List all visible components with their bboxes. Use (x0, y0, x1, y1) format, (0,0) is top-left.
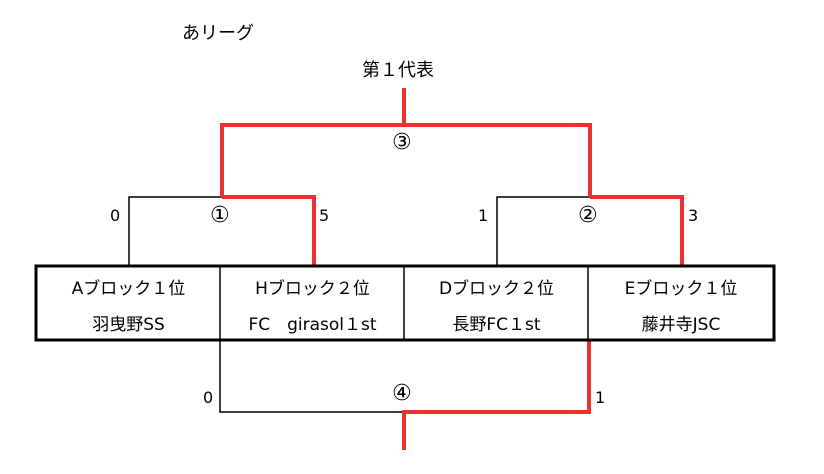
team-2-block: Hブロック２位 (255, 278, 370, 299)
match-1-score-left: 0 (110, 206, 121, 225)
team-4-name: 藤井寺JSC (641, 314, 721, 335)
line-m3-left (221, 124, 404, 197)
bracket-red-lines (220, 88, 684, 450)
match-3-label: ③ (392, 130, 412, 155)
winner-line-m2 (590, 195, 684, 265)
match-2-score-left: 1 (478, 206, 489, 225)
team-1-name: 羽曳野SS (92, 314, 165, 335)
winner-line-m1 (222, 195, 316, 265)
match-2-label: ② (578, 203, 598, 228)
match-1-label: ① (210, 203, 230, 228)
line-m4-left (219, 341, 404, 413)
team-2-name: FC girasol１st (248, 314, 377, 335)
team-1-block: Aブロック１位 (71, 278, 186, 299)
winner-line-m4 (402, 341, 591, 450)
team-3-name: 長野FC１st (452, 314, 541, 335)
match-4-score-left: 0 (203, 388, 214, 407)
team-4-block: Eブロック１位 (624, 278, 738, 299)
match-1-score-right: 5 (319, 206, 330, 225)
line-m1-left (128, 196, 222, 265)
league-title: あリーグ (182, 23, 254, 44)
line-m2-left (496, 196, 590, 265)
team-3-block: Dブロック２位 (438, 278, 555, 299)
match-4-label: ④ (392, 381, 412, 406)
representative-label: 第１代表 (362, 60, 434, 81)
match-4-score-right: 1 (595, 388, 606, 407)
team-table (34, 264, 776, 342)
match-2-score-right: 3 (688, 206, 699, 225)
